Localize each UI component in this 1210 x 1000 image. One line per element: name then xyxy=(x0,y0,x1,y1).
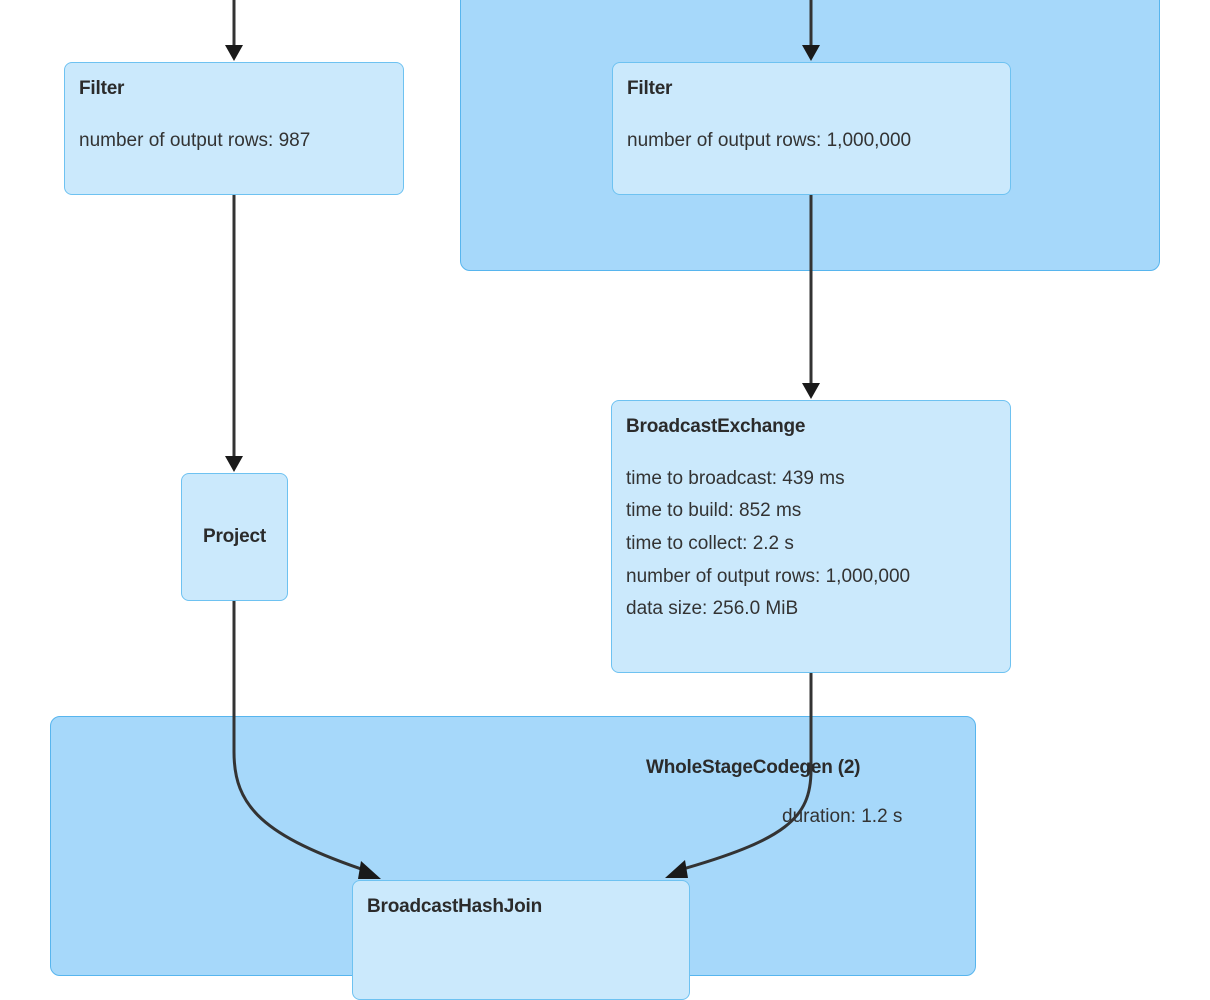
node-broadcasthashjoin-title: BroadcastHashJoin xyxy=(367,896,543,917)
node-project-title: Project xyxy=(202,526,266,548)
edge-filter-left-to-project xyxy=(225,195,243,472)
node-broadcastexchange-title: BroadcastExchange xyxy=(626,416,806,437)
node-broadcastexchange-metrics: time to broadcast: 439 ms time to build:… xyxy=(626,463,996,626)
metric-time-to-build: time to build: 852 ms xyxy=(626,500,802,522)
node-broadcasthashjoin[interactable]: BroadcastHashJoin xyxy=(352,880,690,1000)
metric-number-of-output-rows: number of output rows: 1,000,000 xyxy=(626,565,911,587)
metric-time-to-broadcast: time to broadcast: 439 ms xyxy=(626,467,845,489)
cluster-metric-wholestage-duration: duration: 1.2 s xyxy=(782,806,903,827)
node-project[interactable]: Project xyxy=(181,473,288,601)
node-filter-left-metrics: number of output rows: 987 xyxy=(79,125,389,158)
edge-into-filter-left xyxy=(225,0,243,61)
metric-number-of-output-rows: number of output rows: 987 xyxy=(79,129,311,151)
metric-data-size: data size: 256.0 MiB xyxy=(626,598,799,620)
metric-time-to-collect: time to collect: 2.2 s xyxy=(626,533,794,555)
node-filter-left-title: Filter xyxy=(79,78,125,99)
node-filter-right[interactable]: Filter number of output rows: 1,000,000 xyxy=(612,62,1011,195)
node-broadcastexchange[interactable]: BroadcastExchange time to broadcast: 439… xyxy=(611,400,1011,673)
node-filter-right-metrics: number of output rows: 1,000,000 xyxy=(627,125,996,158)
metric-number-of-output-rows: number of output rows: 1,000,000 xyxy=(627,129,912,151)
cluster-label-wholestage-codegen-2: WholeStageCodegen (2) xyxy=(646,757,861,778)
plan-graph-canvas: WholeStageCodegen (2) duration: 1.2 s Fi… xyxy=(50,0,1160,1000)
node-filter-left[interactable]: Filter number of output rows: 987 xyxy=(64,62,404,195)
node-filter-right-title: Filter xyxy=(627,78,673,99)
